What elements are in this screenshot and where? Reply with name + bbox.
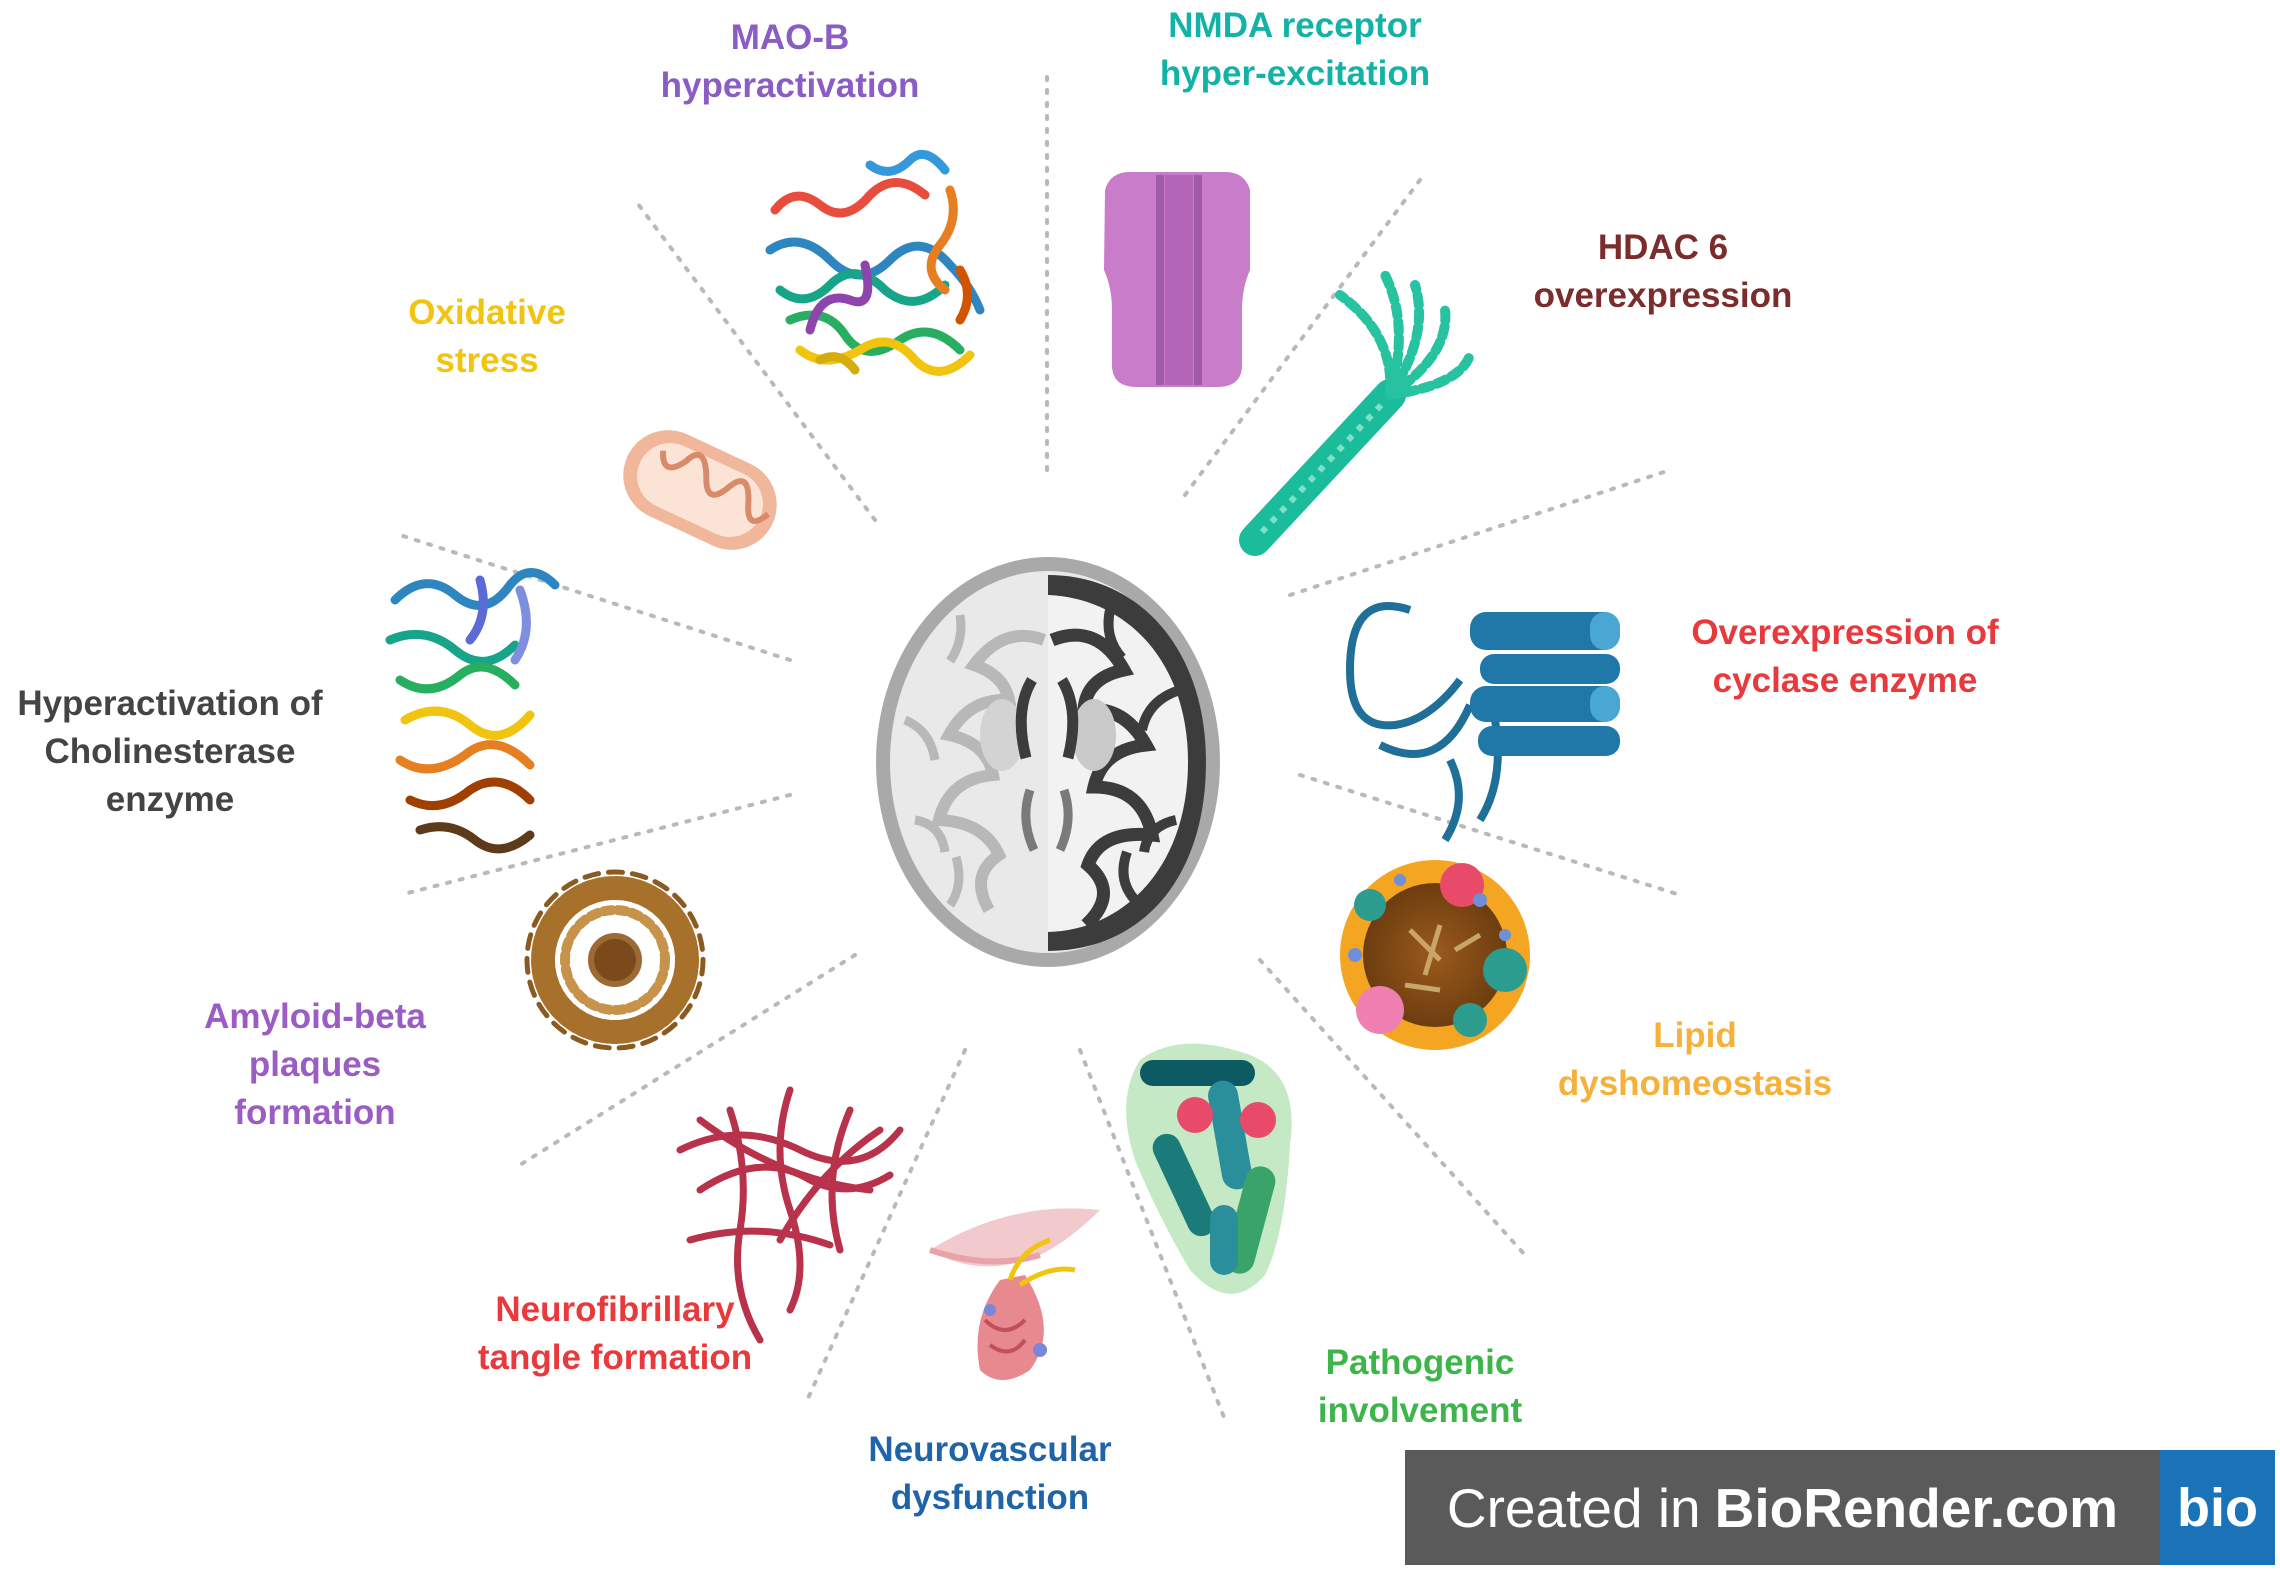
- spoke-line: [1183, 178, 1422, 497]
- neurovascular-unit-icon: [929, 1208, 1100, 1380]
- cyclase-enzyme-icon: [1345, 602, 1620, 843]
- label-line: Pathogenic: [1325, 1343, 1515, 1382]
- dotted-spokes: [398, 73, 1682, 1422]
- amyloid-plaque-icon: [524, 869, 706, 1051]
- spoke-line: [1078, 1048, 1227, 1422]
- spoke-line: [1288, 468, 1672, 597]
- label-line: Lipid: [1653, 1016, 1737, 1055]
- label-line: Amyloid-beta: [204, 997, 426, 1036]
- brain-icon: [876, 557, 1220, 967]
- spoke-line: [633, 198, 877, 522]
- spoke-line: [518, 953, 857, 1167]
- biorender-badge-text: Created in BioRender.com: [1405, 1450, 2160, 1565]
- label-line: hyperactivation: [660, 66, 920, 105]
- spoke-line: [803, 1048, 967, 1407]
- badge-brand: BioRender.com: [1714, 1476, 2119, 1539]
- label-line: involvement: [1317, 1391, 1523, 1430]
- label-hdac6: HDAC 6 overexpression: [1534, 224, 1793, 320]
- label-pathogenic: Pathogenic involvement: [1318, 1339, 1522, 1435]
- label-line: plaques: [248, 1045, 382, 1084]
- label-lipid: Lipid dyshomeostasis: [1558, 1012, 1832, 1108]
- label-line: cyclase enzyme: [1712, 661, 1978, 700]
- label-amyloid: Amyloid-beta plaques formation: [204, 993, 426, 1137]
- label-line: Cholinesterase: [44, 732, 296, 771]
- biorender-logo-icon: bio: [2160, 1450, 2275, 1565]
- label-line: HDAC 6: [1597, 228, 1729, 267]
- cholinesterase-protein-icon: [385, 568, 560, 854]
- label-neurovascular: Neurovascular dysfunction: [868, 1426, 1111, 1522]
- label-line: hyper-excitation: [1159, 54, 1431, 93]
- spoke-line: [1258, 958, 1527, 1257]
- label-line: Neurofibrillary: [495, 1290, 735, 1329]
- spoke-line: [1298, 773, 1682, 897]
- neurofibrillary-tangle-icon: [676, 1086, 904, 1344]
- label-nmda: NMDA receptor hyper-excitation: [1160, 2, 1430, 98]
- biorender-badge[interactable]: Created in BioRender.com bio: [1405, 1450, 2275, 1565]
- microtubule-icon: [1239, 270, 1475, 556]
- label-line: stress: [435, 341, 539, 380]
- label-line: Neurovascular: [868, 1430, 1112, 1469]
- label-line: enzyme: [105, 780, 235, 819]
- spoke-line: [398, 793, 792, 897]
- lipid-droplet-icon: [1340, 860, 1530, 1050]
- mao-b-protein-icon: [765, 149, 985, 376]
- label-line: overexpression: [1533, 276, 1793, 315]
- label-line: Hyperactivation of: [17, 684, 323, 723]
- mitochondrion-icon: [623, 430, 777, 550]
- label-cyclase: Overexpression of cyclase enzyme: [1691, 609, 1998, 705]
- badge-prefix: Created in: [1446, 1476, 1701, 1539]
- label-line: Overexpression of: [1691, 613, 1999, 652]
- label-neurofibrillary: Neurofibrillary tangle formation: [478, 1286, 752, 1382]
- bacteria-icon: [1126, 1043, 1292, 1294]
- label-mao-b: MAO-B hyperactivation: [661, 14, 920, 110]
- label-line: Oxidative: [408, 293, 566, 332]
- label-line: dyshomeostasis: [1557, 1064, 1833, 1103]
- label-line: dysfunction: [890, 1478, 1090, 1517]
- label-oxidative: Oxidative stress: [408, 289, 566, 385]
- label-line: NMDA receptor: [1168, 6, 1422, 45]
- spoke-line: [398, 533, 792, 662]
- label-line: formation: [234, 1093, 396, 1132]
- label-cholinesterase: Hyperactivation of Cholinesterase enzyme: [17, 680, 322, 824]
- label-line: tangle formation: [477, 1338, 753, 1377]
- label-line: MAO-B: [730, 18, 850, 57]
- nmda-receptor-icon: [1104, 172, 1250, 387]
